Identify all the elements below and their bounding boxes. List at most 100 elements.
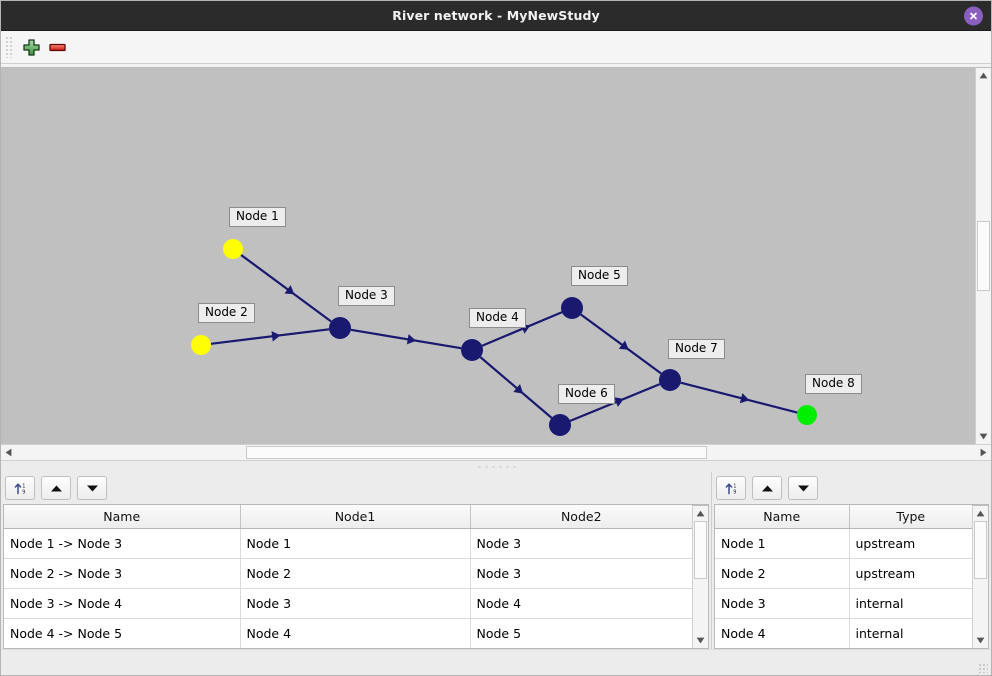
pane-splitter[interactable] bbox=[1, 460, 991, 472]
network-edge[interactable] bbox=[479, 356, 553, 419]
network-node[interactable] bbox=[549, 414, 571, 436]
table-cell[interactable]: Node 4 bbox=[240, 618, 471, 648]
scroll-up-arrow-icon[interactable] bbox=[976, 68, 991, 83]
table-cell[interactable]: Node 4 bbox=[470, 588, 692, 619]
table-cell[interactable]: upstream bbox=[849, 528, 972, 559]
canvas-hscroll-track[interactable] bbox=[16, 445, 976, 460]
node-label[interactable]: Node 5 bbox=[571, 266, 628, 286]
move-up-icon[interactable] bbox=[41, 476, 71, 500]
network-edge[interactable] bbox=[350, 328, 462, 350]
table-cell[interactable]: internal bbox=[849, 618, 972, 648]
table-cell[interactable]: Node 3 bbox=[715, 588, 850, 619]
canvas-hscroll-thumb[interactable] bbox=[246, 446, 708, 459]
table-cell[interactable]: Node 2 bbox=[240, 558, 471, 589]
node-label[interactable]: Node 1 bbox=[229, 207, 286, 227]
table-cell[interactable]: Node 1 bbox=[715, 528, 850, 559]
scroll-up-arrow-icon[interactable] bbox=[693, 506, 708, 521]
node-label[interactable]: Node 6 bbox=[558, 384, 615, 404]
table-cell[interactable]: Node 2 bbox=[715, 558, 850, 589]
network-node[interactable] bbox=[797, 405, 817, 425]
table-cell[interactable]: Node 4 -> Node 5 bbox=[4, 618, 241, 648]
network-node[interactable] bbox=[223, 239, 243, 259]
table-cell[interactable]: Node 5 bbox=[470, 618, 692, 648]
network-node[interactable] bbox=[659, 369, 681, 391]
table-cell[interactable]: Node 3 bbox=[470, 558, 692, 589]
canvas-vscroll-thumb[interactable] bbox=[977, 221, 990, 291]
move-down-icon[interactable] bbox=[77, 476, 107, 500]
canvas-horizontal-scrollbar[interactable] bbox=[1, 444, 991, 460]
network-node[interactable] bbox=[561, 297, 583, 319]
table-cell[interactable]: Node 1 -> Node 3 bbox=[4, 528, 241, 559]
node-label[interactable]: Node 8 bbox=[805, 374, 862, 394]
node-vertical-scrollbar[interactable] bbox=[972, 505, 988, 648]
table-cell[interactable]: upstream bbox=[849, 558, 972, 589]
network-node[interactable] bbox=[461, 339, 483, 361]
canvas-vscroll-track[interactable] bbox=[976, 83, 991, 429]
branch-vertical-scrollbar[interactable] bbox=[692, 505, 708, 648]
edge-arrow-icon bbox=[618, 340, 629, 350]
table-cell[interactable]: Node 3 bbox=[240, 588, 471, 619]
node-label[interactable]: Node 3 bbox=[338, 286, 395, 306]
table-cell[interactable]: Node 3 bbox=[470, 528, 692, 559]
scroll-down-arrow-icon[interactable] bbox=[693, 633, 708, 648]
toolbar-drag-handle[interactable] bbox=[5, 36, 13, 58]
table-cell[interactable]: Node 4 bbox=[715, 618, 850, 648]
column-header[interactable]: Type bbox=[849, 505, 972, 529]
network-node[interactable] bbox=[329, 317, 351, 339]
title-bar: River network - MyNewStudy bbox=[1, 1, 991, 31]
network-canvas[interactable]: Node 1 Node 2 Node 3 Node 4 Node 5 Node 6 Node… bbox=[1, 67, 975, 444]
scroll-down-arrow-icon[interactable] bbox=[973, 633, 988, 648]
remove-node-icon[interactable] bbox=[44, 34, 70, 60]
column-header[interactable]: Node2 bbox=[470, 505, 692, 529]
network-node[interactable] bbox=[191, 335, 211, 355]
window-resize-grip[interactable] bbox=[978, 663, 988, 673]
network-edge[interactable] bbox=[569, 383, 661, 422]
add-node-icon[interactable] bbox=[18, 34, 44, 60]
node-vscroll-track[interactable] bbox=[973, 521, 988, 633]
network-edge[interactable] bbox=[240, 254, 332, 323]
node-label[interactable]: Node 2 bbox=[198, 303, 255, 323]
network-edge[interactable] bbox=[481, 311, 563, 347]
branch-vscroll-track[interactable] bbox=[693, 521, 708, 633]
column-header[interactable]: Name bbox=[715, 505, 850, 529]
sort-ascending-icon[interactable]: 1 9 bbox=[5, 476, 35, 500]
scroll-up-arrow-icon[interactable] bbox=[973, 506, 988, 521]
table-cell[interactable]: Node 2 -> Node 3 bbox=[4, 558, 241, 589]
close-icon[interactable] bbox=[964, 6, 983, 25]
canvas-vertical-scrollbar[interactable] bbox=[975, 67, 991, 444]
node-label[interactable]: Node 7 bbox=[668, 339, 725, 359]
move-down-icon[interactable] bbox=[788, 476, 818, 500]
move-up-icon[interactable] bbox=[752, 476, 782, 500]
node-label[interactable]: Node 4 bbox=[469, 308, 526, 328]
scroll-left-arrow-icon[interactable] bbox=[1, 445, 16, 460]
branch-vscroll-thumb[interactable] bbox=[694, 521, 707, 580]
table-cell[interactable]: internal bbox=[849, 588, 972, 619]
splitter-grip-icon bbox=[476, 464, 516, 469]
scroll-down-arrow-icon[interactable] bbox=[976, 429, 991, 444]
column-header[interactable]: Name bbox=[4, 505, 241, 529]
network-edge[interactable] bbox=[210, 328, 330, 345]
table-cell[interactable]: Node 1 bbox=[240, 528, 471, 559]
table-cell[interactable]: Node 3 -> Node 4 bbox=[4, 588, 241, 619]
column-header[interactable]: Node1 bbox=[240, 505, 471, 529]
scroll-right-arrow-icon[interactable] bbox=[976, 445, 991, 460]
sort-ascending-icon[interactable]: 1 9 bbox=[716, 476, 746, 500]
network-edge[interactable] bbox=[580, 313, 662, 375]
node-vscroll-thumb[interactable] bbox=[974, 521, 987, 580]
network-edge[interactable] bbox=[680, 381, 798, 414]
